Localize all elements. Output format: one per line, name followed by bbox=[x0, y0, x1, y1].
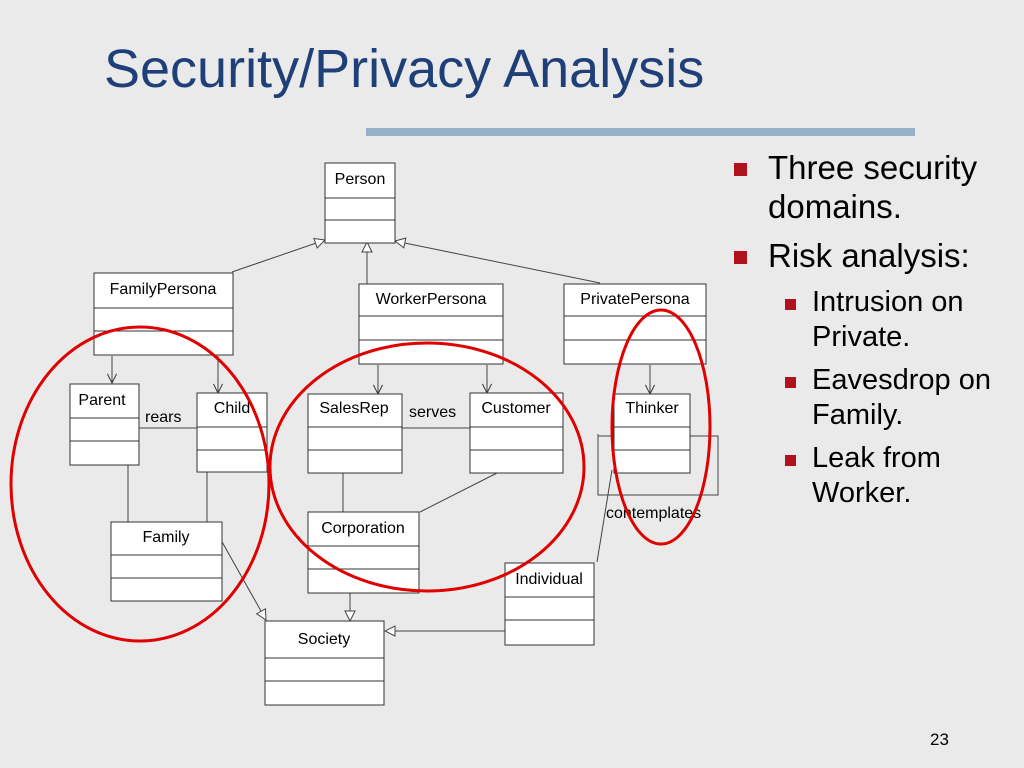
class-individual: Individual bbox=[504, 562, 595, 646]
bullet-text: Three security domains. bbox=[768, 149, 978, 225]
class-person: Person bbox=[324, 162, 396, 244]
class-name: Parent bbox=[78, 392, 126, 409]
bullet-item: Risk analysis: bbox=[730, 236, 1020, 275]
class-name: Individual bbox=[515, 571, 583, 588]
sub-bullet-text: Intrusion on Private. bbox=[812, 286, 964, 353]
family-domain-ellipse bbox=[9, 325, 271, 643]
class-parent: Parent bbox=[69, 383, 140, 466]
private-domain-ellipse bbox=[610, 308, 712, 546]
class-name: PrivatePersona bbox=[580, 291, 689, 308]
bullet-list: Three security domains. Risk analysis: I… bbox=[730, 148, 1020, 511]
class-name: Corporation bbox=[321, 520, 405, 537]
diagram-connectors bbox=[112, 240, 719, 631]
worker-domain-ellipse bbox=[268, 341, 586, 593]
sub-bullet-item: Intrusion on Private. bbox=[730, 285, 1020, 355]
class-child: Child bbox=[196, 392, 268, 473]
class-name: Family bbox=[142, 529, 189, 546]
class-name: Customer bbox=[481, 400, 551, 417]
bullet-text: Risk analysis: bbox=[768, 237, 970, 274]
title-underline bbox=[366, 128, 915, 136]
assoc-thinker-individual bbox=[596, 469, 613, 563]
class-name: SalesRep bbox=[319, 400, 388, 417]
assoc-contemplates bbox=[597, 435, 719, 496]
assoc-label-serves: serves bbox=[409, 404, 456, 421]
sub-bullet-text: Leak from Worker. bbox=[812, 442, 941, 509]
square-bullet-icon bbox=[785, 455, 796, 466]
page-number: 23 bbox=[930, 730, 949, 749]
square-bullet-icon bbox=[785, 299, 796, 310]
slide-title: Security/Privacy Analysis bbox=[104, 39, 705, 99]
sub-bullet-text: Eavesdrop on Family. bbox=[812, 364, 991, 431]
class-family: Family bbox=[110, 521, 223, 602]
bullet-item: Three security domains. bbox=[730, 148, 1020, 226]
class-society: Society bbox=[264, 620, 385, 706]
class-name: FamilyPersona bbox=[110, 281, 217, 298]
inherit-familypersona-person bbox=[231, 240, 325, 273]
sub-bullet-item: Leak from Worker. bbox=[730, 441, 1020, 511]
inherit-privatepersona-person bbox=[395, 241, 601, 284]
class-customer: Customer bbox=[469, 392, 564, 474]
security-domain-highlights bbox=[9, 308, 712, 643]
class-familypersona: FamilyPersona bbox=[93, 272, 234, 356]
class-salesrep: SalesRep bbox=[307, 393, 403, 474]
square-bullet-icon bbox=[734, 163, 747, 176]
class-name: Society bbox=[298, 631, 350, 648]
sub-bullet-item: Eavesdrop on Family. bbox=[730, 363, 1020, 433]
class-thinker: Thinker bbox=[613, 393, 691, 474]
class-privatepersona: PrivatePersona bbox=[563, 283, 707, 365]
square-bullet-icon bbox=[785, 377, 796, 388]
class-name: Thinker bbox=[625, 400, 679, 417]
class-name: WorkerPersona bbox=[376, 291, 487, 308]
class-name: Person bbox=[335, 171, 386, 188]
assoc-label-contemplates: contemplates bbox=[606, 505, 701, 522]
assoc-label-rears: rears bbox=[145, 409, 181, 426]
square-bullet-icon bbox=[734, 251, 747, 264]
assoc-customer-corporation bbox=[419, 472, 498, 513]
class-name: Child bbox=[214, 400, 250, 417]
